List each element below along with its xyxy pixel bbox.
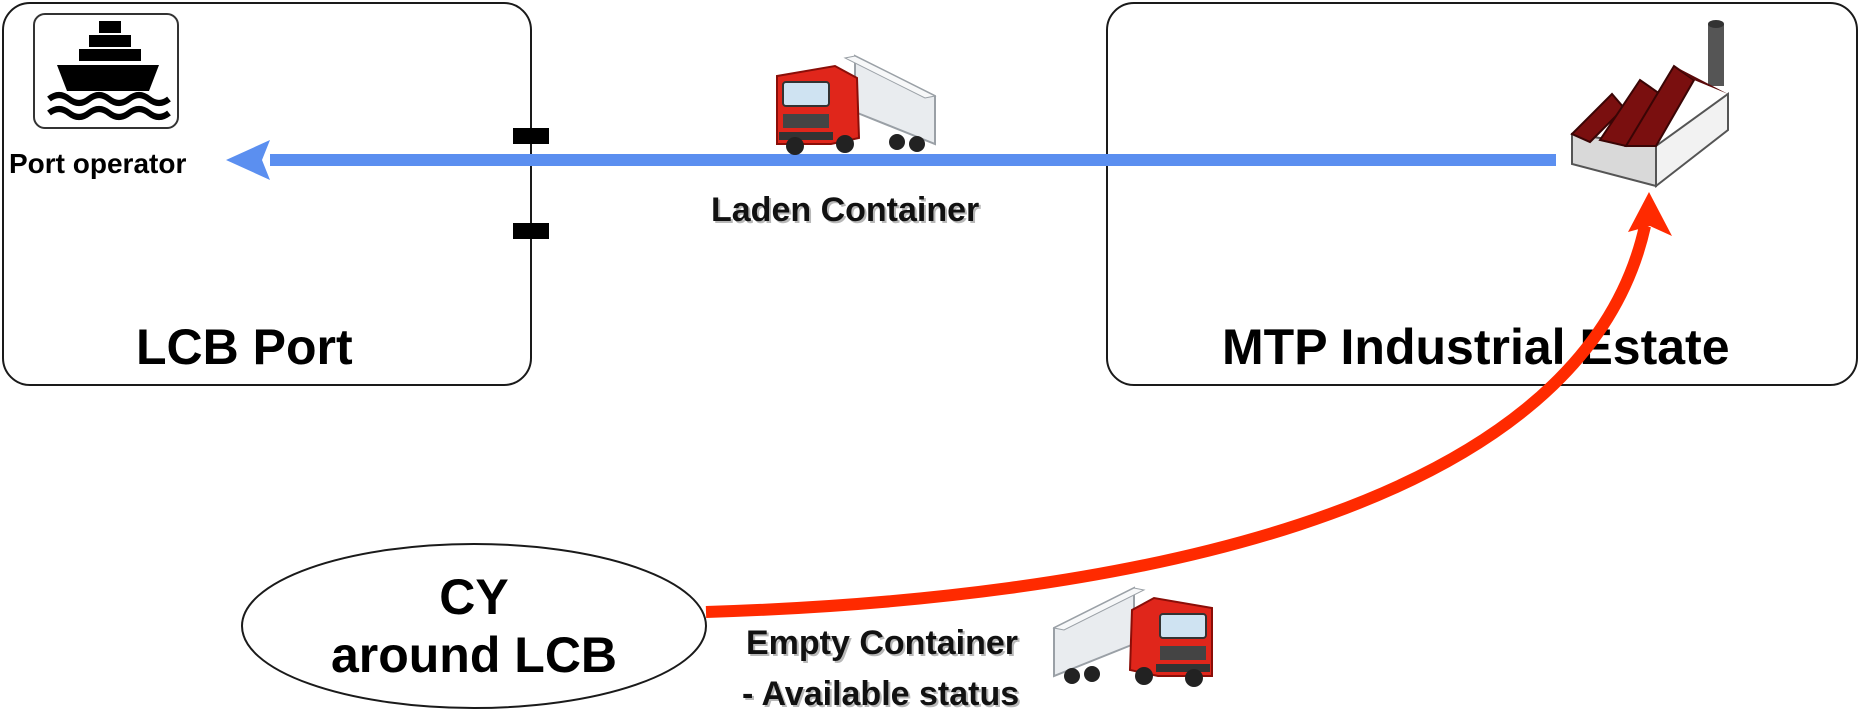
available-status-label: - Available status — [742, 675, 1020, 713]
empty-container-label: Empty Container — [746, 624, 1019, 662]
laden-container-label: Laden Container — [711, 191, 980, 229]
cy-label-line1: CY — [439, 569, 509, 625]
lcb-port-label: LCB Port — [136, 319, 353, 375]
port-gate-marker — [513, 128, 549, 144]
cy-label: CY around LCB — [242, 544, 706, 708]
cy-label-line2: around LCB — [330, 627, 618, 683]
mtp-estate-label: MTP Industrial Estate — [1222, 319, 1730, 375]
port-gate-marker — [513, 223, 549, 239]
ship-icon — [33, 13, 179, 129]
port-operator-label: Port operator — [9, 148, 187, 179]
mtp-estate-box — [1106, 2, 1858, 386]
